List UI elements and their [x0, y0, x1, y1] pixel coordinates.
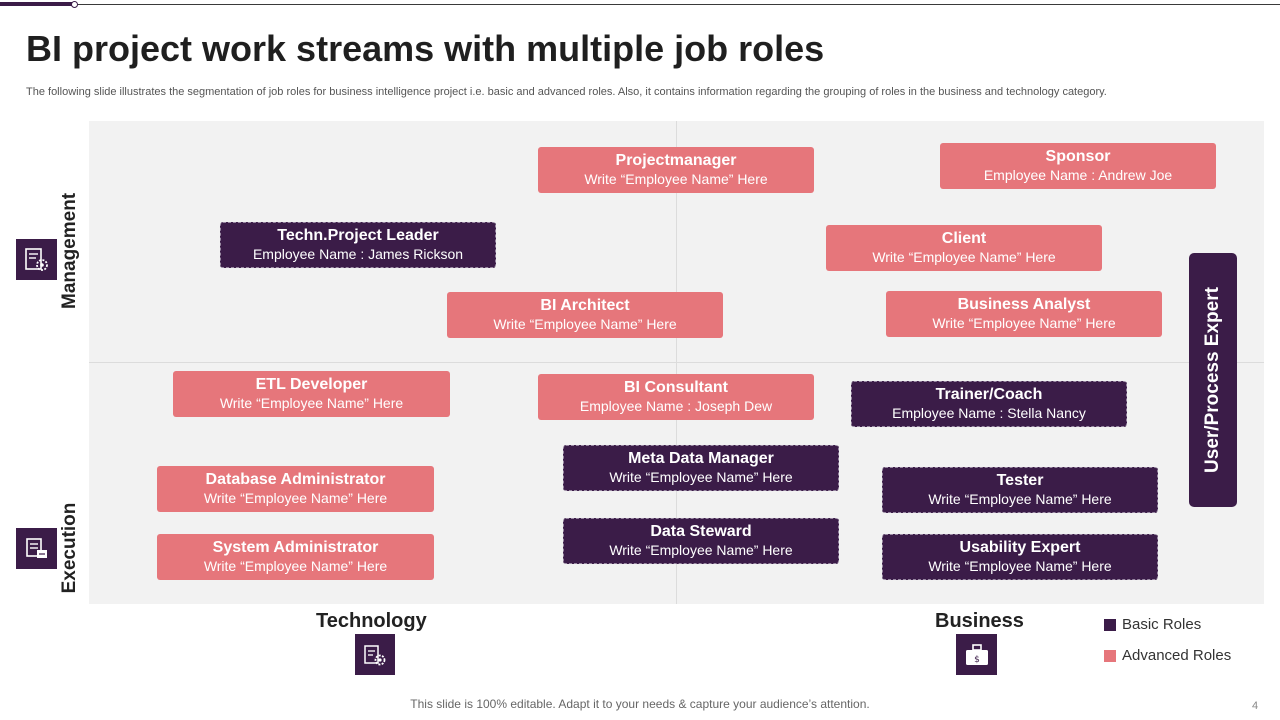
role-card-sponsor[interactable]: Sponsor Employee Name : Andrew Joe [940, 143, 1216, 189]
legend-advanced-swatch [1104, 650, 1116, 662]
role-card-data-steward[interactable]: Data Steward Write “Employee Name” Here [563, 518, 839, 564]
employee-name: Employee Name : James Rickson [252, 246, 464, 262]
employee-name: Write “Employee Name” Here [493, 316, 677, 332]
role-title: Data Steward [650, 523, 752, 540]
role-title: Tester [996, 472, 1044, 489]
role-title: Database Administrator [205, 471, 386, 488]
employee-name: Write “Employee Name” Here [928, 491, 1112, 507]
role-title: BI Architect [540, 297, 630, 314]
business-label: Business [935, 610, 1024, 632]
management-settings-icon [16, 239, 57, 280]
top-divider-line [0, 4, 1280, 5]
role-title: Trainer/Coach [935, 386, 1043, 403]
role-card-techn-project-leader[interactable]: Techn.Project Leader Employee Name : Jam… [220, 222, 496, 268]
business-briefcase-icon: $ [956, 634, 997, 675]
role-card-project-manager[interactable]: Projectmanager Write “Employee Name” Her… [538, 147, 814, 193]
employee-name: Write “Employee Name” Here [203, 558, 388, 574]
role-title: Client [941, 230, 987, 247]
role-card-tester[interactable]: Tester Write “Employee Name” Here [882, 467, 1158, 513]
role-card-system-administrator[interactable]: System Administrator Write “Employee Nam… [157, 534, 434, 580]
role-title: Business Analyst [957, 296, 1091, 313]
top-accent-dot [71, 1, 78, 8]
role-title: Projectmanager [615, 152, 737, 169]
employee-name: Write “Employee Name” Here [932, 315, 1116, 331]
slide-title: BI project work streams with multiple jo… [26, 28, 825, 69]
top-accent-bar [0, 2, 74, 6]
role-title: ETL Developer [255, 376, 368, 393]
role-card-etl-developer[interactable]: ETL Developer Write “Employee Name” Here [173, 371, 450, 417]
role-card-usability-expert[interactable]: Usability Expert Write “Employee Name” H… [882, 534, 1158, 580]
footer-note: This slide is 100% editable. Adapt it to… [410, 697, 870, 711]
role-card-database-administrator[interactable]: Database Administrator Write “Employee N… [157, 466, 434, 512]
execution-document-icon [16, 528, 57, 569]
employee-name: Write “Employee Name” Here [872, 249, 1056, 265]
user-process-expert-bar: User/Process Expert [1189, 253, 1237, 507]
role-card-meta-data-manager[interactable]: Meta Data Manager Write “Employee Name” … [563, 445, 839, 491]
role-card-bi-consultant[interactable]: BI Consultant Employee Name : Joseph Dew [538, 374, 814, 420]
management-label: Management [59, 192, 80, 309]
role-title: Techn.Project Leader [277, 227, 439, 244]
employee-name: Write “Employee Name” Here [609, 469, 793, 485]
legend-basic-label: Basic Roles [1122, 616, 1202, 633]
legend-basic-swatch [1104, 619, 1116, 631]
role-card-business-analyst[interactable]: Business Analyst Write “Employee Name” H… [886, 291, 1162, 337]
employee-name: Employee Name : Joseph Dew [579, 398, 773, 414]
employee-name: Employee Name : Andrew Joe [983, 167, 1173, 183]
legend-advanced-label: Advanced Roles [1122, 647, 1232, 664]
role-title: System Administrator [212, 539, 379, 556]
execution-label: Execution [59, 502, 80, 594]
employee-name: Write “Employee Name” Here [584, 171, 768, 187]
employee-name: Write “Employee Name” Here [203, 490, 388, 506]
page-number: 4 [1252, 700, 1259, 712]
role-title: Meta Data Manager [628, 450, 774, 467]
technology-gear-icon [355, 634, 395, 675]
vertical-divider [676, 121, 677, 604]
role-title: Sponsor [1045, 148, 1111, 165]
role-card-bi-architect[interactable]: BI Architect Write “Employee Name” Here [447, 292, 723, 338]
employee-name: Employee Name : Stella Nancy [892, 405, 1086, 421]
employee-name: Write “Employee Name” Here [219, 395, 404, 411]
role-title: BI Consultant [624, 379, 728, 396]
slide-subtitle: The following slide illustrates the segm… [26, 86, 1107, 98]
employee-name: Write “Employee Name” Here [609, 542, 793, 558]
svg-text:$: $ [974, 655, 980, 665]
technology-label: Technology [316, 610, 427, 632]
role-card-client[interactable]: Client Write “Employee Name” Here [826, 225, 1102, 271]
employee-name: Write “Employee Name” Here [928, 558, 1112, 574]
user-process-expert-label: User/Process Expert [1202, 287, 1224, 473]
role-title: Usability Expert [959, 539, 1081, 556]
role-card-trainer-coach[interactable]: Trainer/Coach Employee Name : Stella Nan… [851, 381, 1127, 427]
